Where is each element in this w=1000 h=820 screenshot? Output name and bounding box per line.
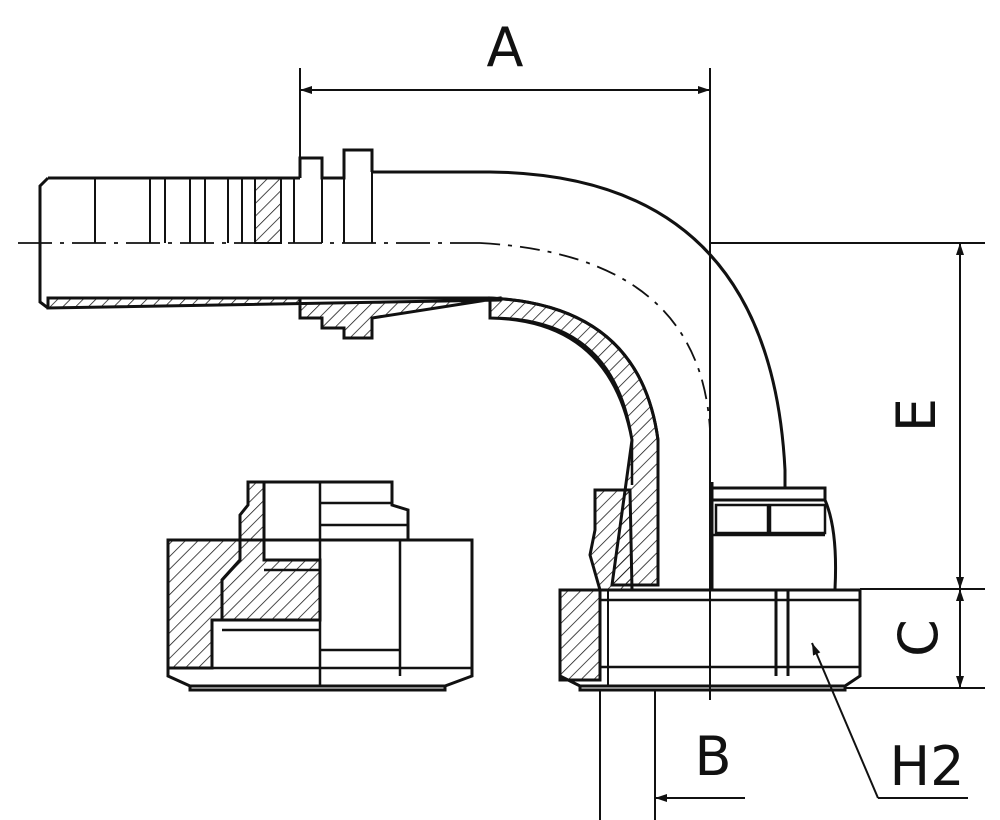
swivel-nut-assembled xyxy=(558,482,862,692)
hose-tail xyxy=(38,148,502,340)
label-a: A xyxy=(487,16,524,79)
label-e: E xyxy=(885,398,948,432)
swivel-nut-detail xyxy=(166,480,474,692)
label-c: C xyxy=(887,619,950,657)
elbow-bend xyxy=(372,170,787,587)
dimension-a: A xyxy=(299,16,711,700)
dimension-b: B xyxy=(599,690,745,820)
label-h2: H2 xyxy=(890,735,965,798)
label-b: B xyxy=(694,725,731,788)
dimension-e: E xyxy=(710,242,985,589)
knurl-band xyxy=(254,177,282,244)
leader-h2: H2 xyxy=(811,642,968,799)
dimension-c: C xyxy=(845,588,985,689)
